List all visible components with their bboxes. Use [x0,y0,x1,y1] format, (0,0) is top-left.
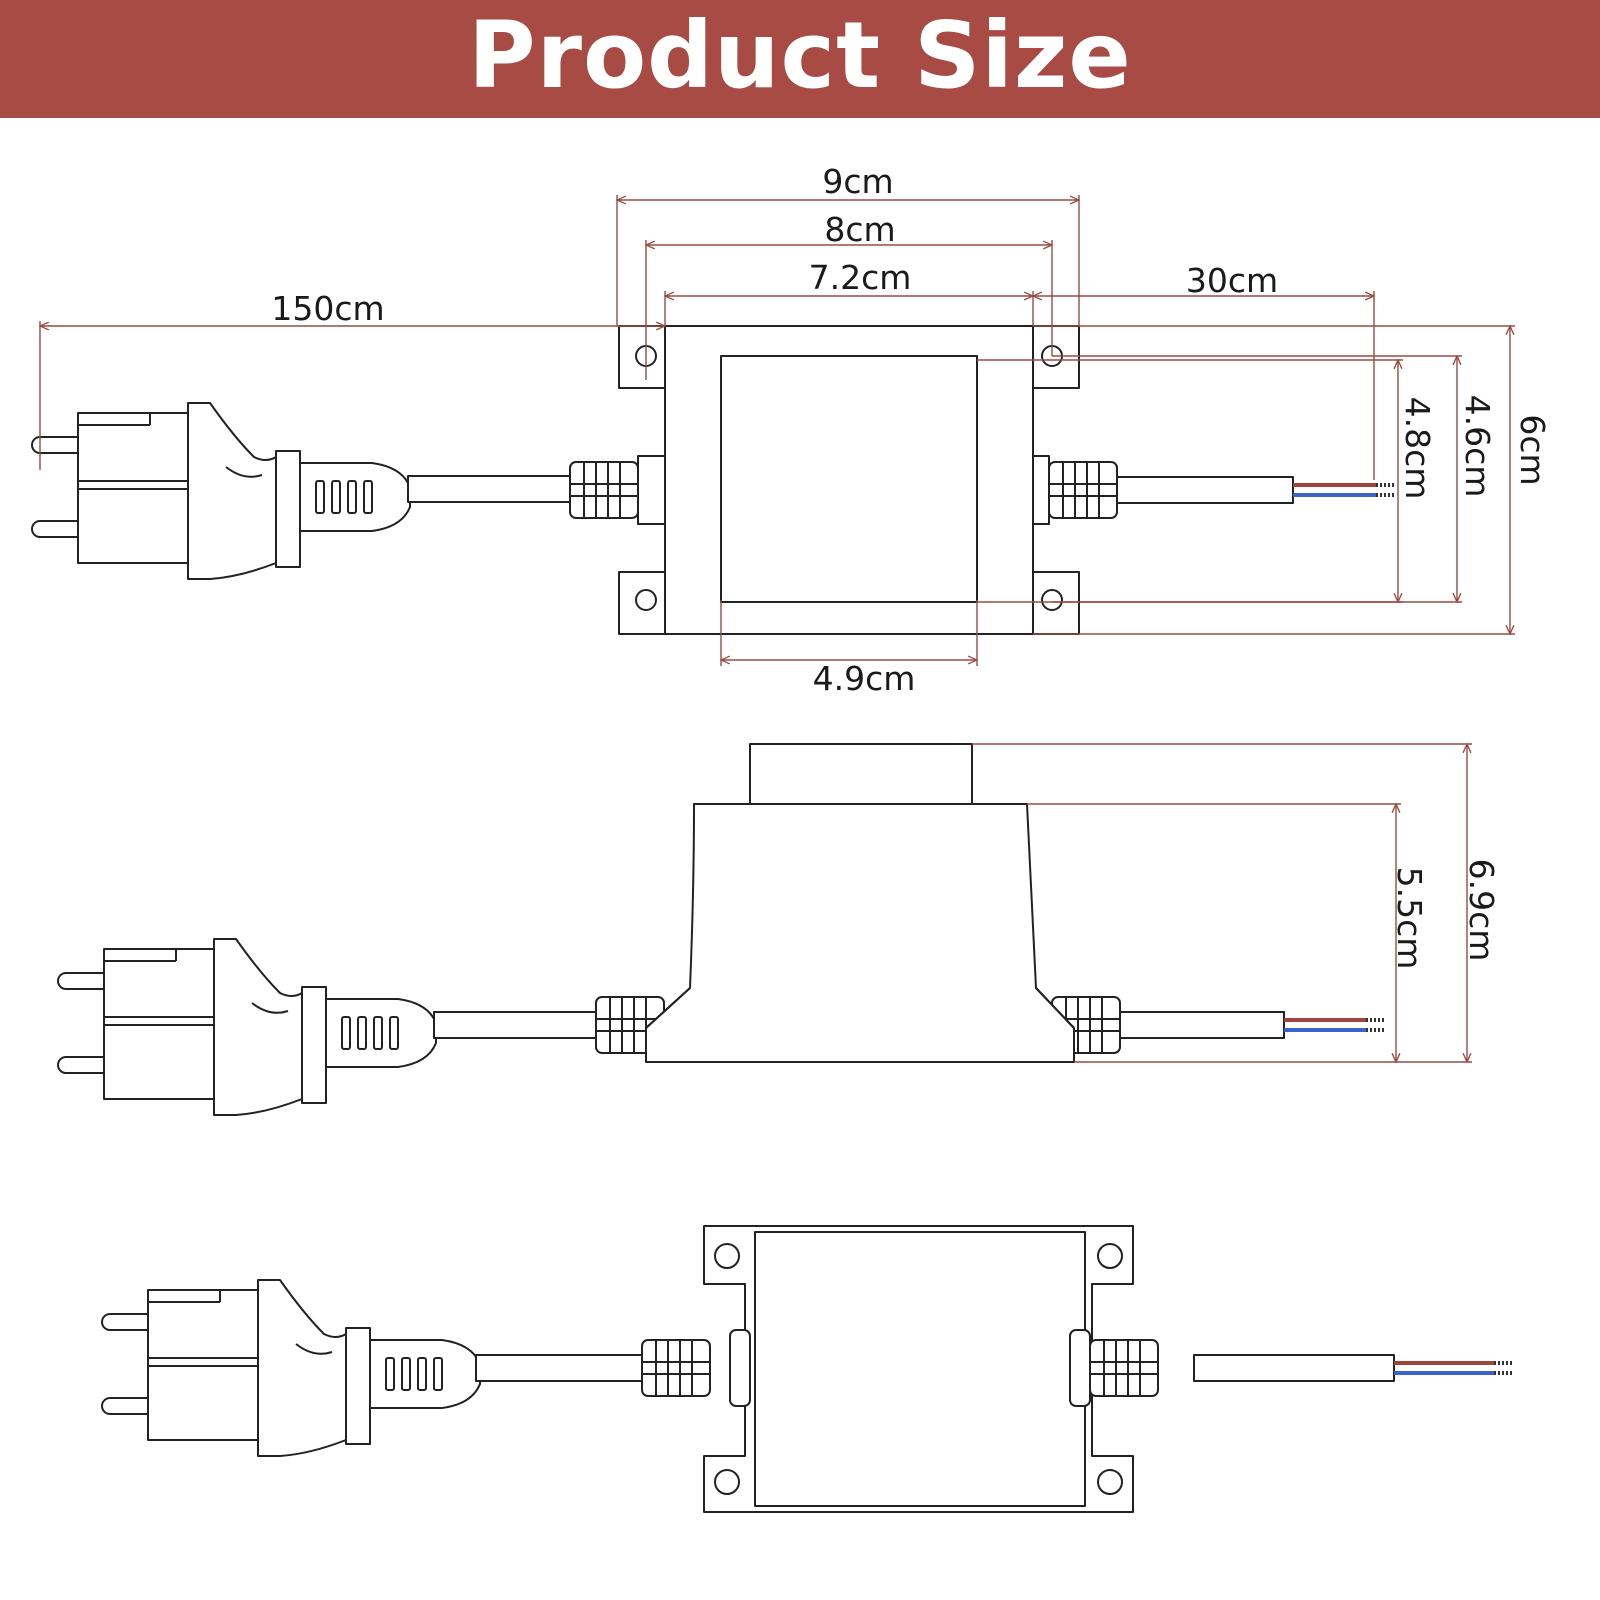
wire-leads-icon [1293,483,1394,497]
dim-9cm: 9cm [822,162,893,201]
eu-plug-icon [31,402,411,580]
cable-gland-icon [1089,1339,1159,1397]
side-view [57,743,1384,1116]
dim-5-5cm: 5.5cm [1390,867,1429,970]
dim-30cm: 30cm [1186,261,1278,300]
dim-6-9cm: 6.9cm [1462,859,1501,962]
dim-150cm: 150cm [271,289,384,328]
dim-8cm: 8cm [824,210,895,249]
dim-4-6cm: 4.6cm [1458,395,1497,498]
cable-gland-icon [1048,461,1118,519]
dim-4-9cm: 4.9cm [813,659,916,698]
dim-7-2cm: 7.2cm [809,258,912,297]
top-view [31,325,1394,635]
cable-gland-icon [641,1339,711,1397]
cable-gland-icon [569,461,639,519]
transformer-box-icon [645,743,1075,1063]
wire-leads-icon [1394,1361,1514,1375]
dimension-labels: 9cm 8cm 7.2cm 30cm 150cm 4.9cm 4.8cm 4.6… [271,162,1552,969]
dimension-lines [40,195,1515,1062]
bottom-view [101,1225,1514,1513]
eu-plug-icon [57,938,437,1116]
input-cable [407,475,571,503]
output-cable [1116,476,1294,504]
dim-4-8cm: 4.8cm [1398,397,1437,500]
title-banner: Product Size [0,0,1600,118]
dim-6cm: 6cm [1513,414,1552,485]
eu-plug-icon [101,1279,481,1457]
page-title: Product Size [468,2,1132,109]
wire-leads-icon [1284,1018,1384,1032]
